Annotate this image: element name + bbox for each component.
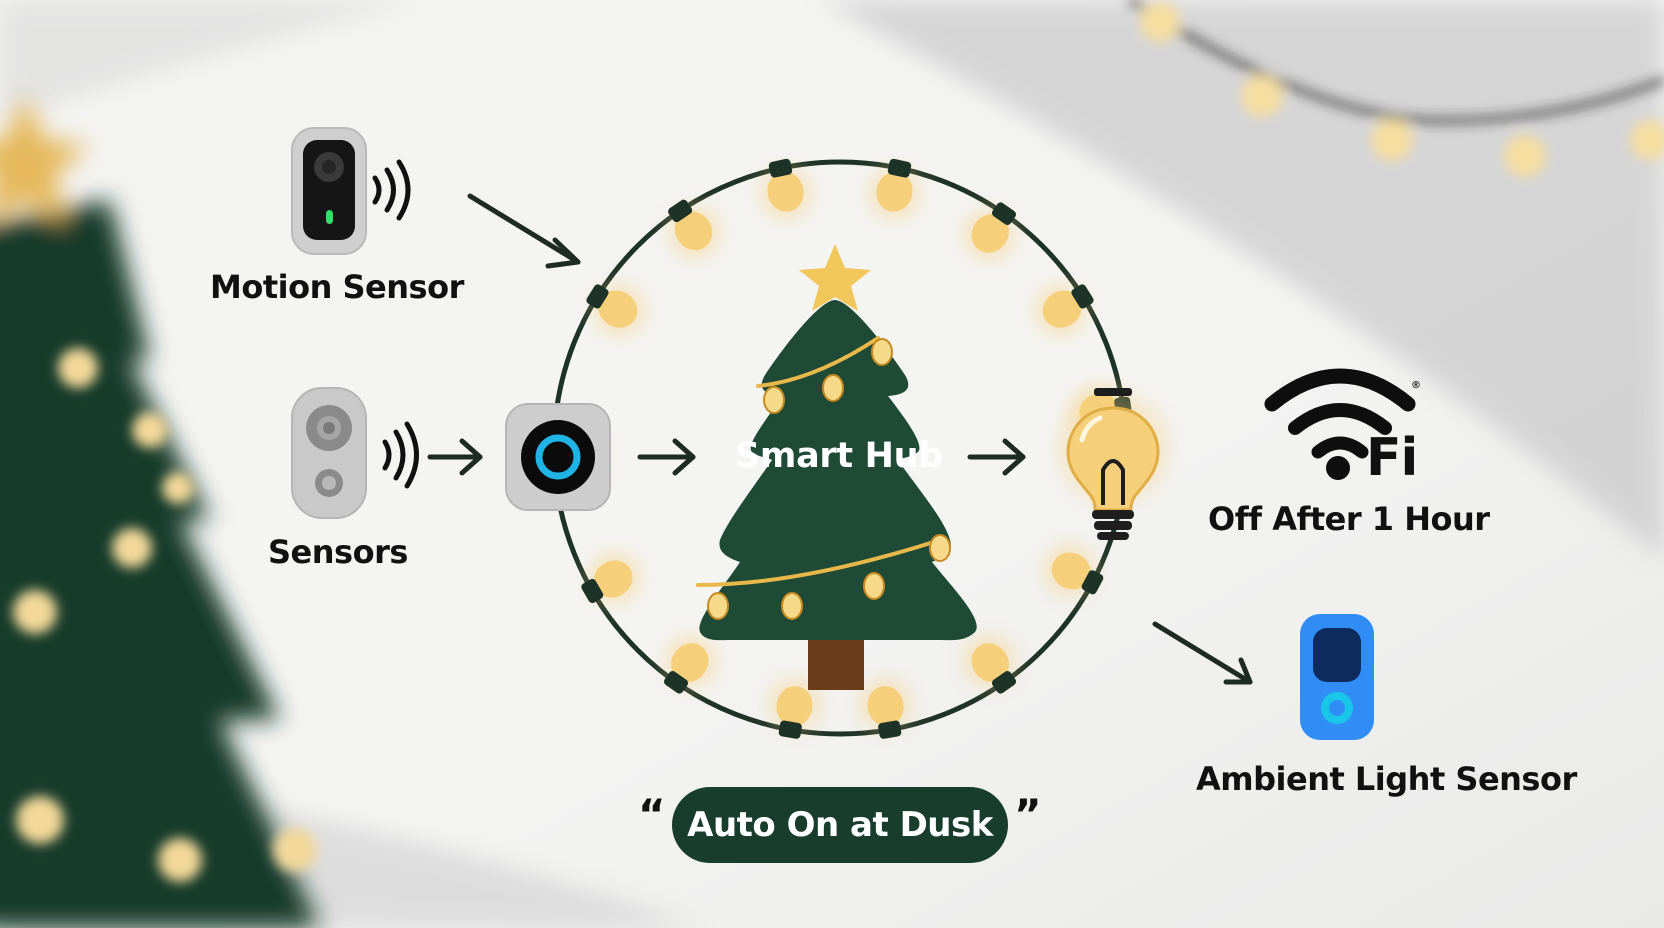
christmas-tree-icon[interactable] [696, 244, 977, 690]
sensor-device-icon [291, 387, 419, 519]
arrow-ring-to-ambient [1152, 621, 1253, 685]
ring-bulb [759, 158, 812, 220]
quote-open: “ [638, 790, 666, 839]
quote-close: ” [1014, 790, 1042, 839]
arrow-tree-to-bulb [967, 438, 1026, 476]
smart-hub-icon[interactable] [505, 403, 611, 511]
ambient-light-sensor-label: Ambient Light Sensor [1196, 760, 1577, 798]
ring-bulb [768, 678, 821, 739]
ring-bulb [963, 202, 1017, 261]
ring-bulb [581, 552, 641, 604]
arrow-motion-to-ring [467, 193, 581, 269]
ring-bulb [1043, 544, 1104, 597]
light-bulb-icon [1057, 388, 1169, 540]
background-shadow [820, 0, 1664, 560]
wifi-text: Fi [1366, 428, 1418, 488]
ring-bulb [1034, 284, 1094, 337]
ambient-light-sensor-icon [1300, 614, 1374, 740]
background-string-lights [1128, 0, 1664, 177]
auto-on-at-dusk-pill[interactable]: Auto On at Dusk [672, 787, 1008, 863]
wifi-trademark: ® [1411, 380, 1421, 391]
ring-bulb [586, 284, 646, 337]
ring-bulb [963, 635, 1017, 694]
arrow-hub-to-tree [637, 438, 696, 476]
wifi-icon [1264, 368, 1416, 459]
background-shadow-left [0, 0, 420, 120]
off-after-label: Off After 1 Hour [1208, 500, 1490, 538]
ring-bulb [663, 635, 717, 694]
smart-hub-label: Smart Hub [735, 436, 943, 477]
background-tree-lights [13, 348, 317, 882]
ring-bulb [668, 199, 721, 259]
motion-sensor-label: Motion Sensor [210, 268, 464, 306]
wifi-dot [1326, 456, 1350, 480]
arrow-sensors-to-hub [427, 438, 483, 476]
motion-sensor-icon [291, 127, 411, 255]
sensors-label: Sensors [268, 533, 408, 571]
smart-hub-label-text: Smart Hub [735, 436, 944, 476]
ring-bulb [859, 678, 912, 739]
ring-bulb [868, 158, 921, 220]
